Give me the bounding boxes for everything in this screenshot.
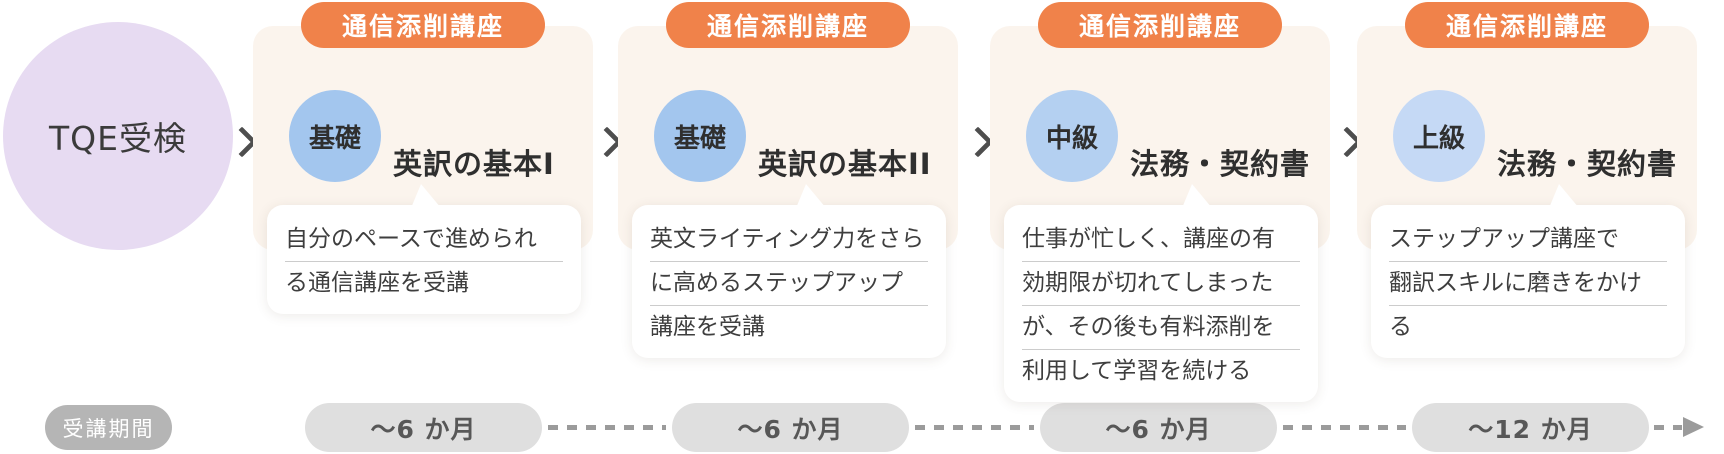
course-title: 英訳の基本II: [758, 147, 932, 181]
level-badge: 上級: [1393, 90, 1485, 182]
level-badge: 基礎: [289, 90, 381, 182]
start-node-tqe: TQE受検: [3, 22, 233, 250]
timeline-arrow-icon: [1683, 417, 1704, 437]
bubble-text-line: 講座を受講: [650, 314, 765, 340]
course-type-badge: 通信添削講座: [1038, 2, 1282, 48]
duration-pill-2: 〜6 か月: [672, 403, 909, 452]
timeline-dashed-connector: [1654, 425, 1682, 430]
bubble-text-line: に高めるステップアップ: [650, 262, 928, 306]
description-bubble: 仕事が忙しく、講座の有 効期限が切れてしまった が、その後も有料添削を 利用して…: [1004, 205, 1318, 402]
level-label: 中級: [1045, 123, 1098, 154]
bubble-text-line: 翻訳スキルに磨きをかけ: [1389, 262, 1667, 306]
course-type-badge: 通信添削講座: [1405, 2, 1649, 48]
duration-pill-3: 〜6 か月: [1040, 403, 1277, 452]
duration-pill-4: 〜12 か月: [1412, 403, 1649, 452]
course-title: 法務・契約書: [1497, 147, 1678, 181]
bubble-tail: [411, 184, 441, 208]
start-node-label: TQE受検: [49, 119, 187, 158]
timeline-dashed-connector: [915, 425, 1034, 430]
bubble-tail: [796, 184, 826, 208]
description-bubble: 自分のペースで進められ る通信講座を受講: [267, 205, 581, 314]
bubble-text-line: が、その後も有料添削を: [1022, 306, 1300, 350]
bubble-text-line: 英文ライティング力をさら: [650, 218, 928, 262]
level-badge: 中級: [1026, 90, 1118, 182]
timeline-dashed-connector: [1283, 425, 1406, 430]
bubble-text-line: ステップアップ講座で: [1389, 218, 1667, 262]
level-label: 基礎: [308, 123, 361, 154]
duration-pill-1: 〜6 か月: [305, 403, 542, 452]
bubble-tail: [1182, 184, 1212, 208]
course-title: 英訳の基本I: [393, 147, 555, 181]
bubble-text-line: る通信講座を受講: [285, 270, 469, 296]
chevron-right-icon: [962, 126, 994, 158]
timeline-dashed-connector: [548, 425, 666, 430]
level-label: 基礎: [673, 123, 726, 154]
course-type-badge: 通信添削講座: [666, 2, 910, 48]
description-bubble: 英文ライティング力をさら に高めるステップアップ 講座を受講: [632, 205, 946, 358]
timeline-label-pill: 受講期間: [45, 405, 172, 450]
description-bubble: ステップアップ講座で 翻訳スキルに磨きをかけ る: [1371, 205, 1685, 358]
bubble-text-line: る: [1389, 314, 1412, 340]
bubble-text-line: 効期限が切れてしまった: [1022, 262, 1300, 306]
bubble-text-line: 利用して学習を続ける: [1022, 358, 1252, 384]
course-title: 法務・契約書: [1130, 147, 1311, 181]
level-label: 上級: [1412, 123, 1465, 154]
bubble-text-line: 自分のペースで進められ: [285, 218, 563, 262]
bubble-tail: [1549, 184, 1579, 208]
course-type-badge: 通信添削講座: [301, 2, 545, 48]
level-badge: 基礎: [654, 90, 746, 182]
bubble-text-line: 仕事が忙しく、講座の有: [1022, 218, 1300, 262]
